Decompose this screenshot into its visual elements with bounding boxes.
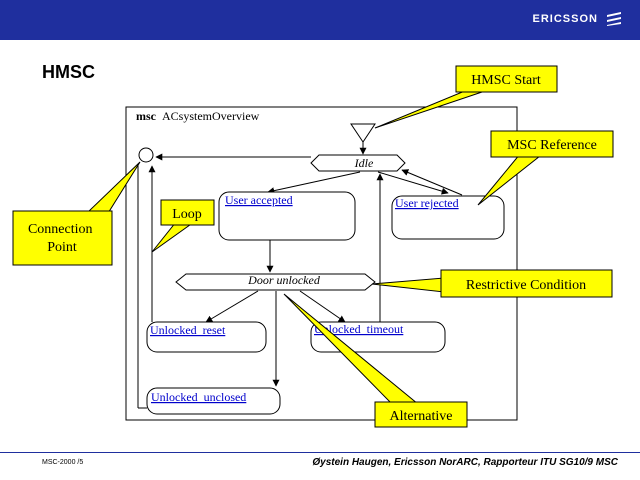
restrictive-condition-callout-pointer xyxy=(371,277,445,293)
alternative-callout-text: Alternative xyxy=(390,409,453,424)
unlocked-unclosed-reference[interactable] xyxy=(146,387,281,415)
idle-label: Idle xyxy=(354,156,374,170)
unlocked-timeout-label[interactable]: Unlocked_timeout xyxy=(314,322,404,336)
ericsson-logo-icon xyxy=(607,12,621,26)
alternative-callout xyxy=(374,401,468,428)
hmsc-start-triangle xyxy=(350,123,376,143)
user-rejected-label[interactable]: User rejected xyxy=(395,196,459,210)
msc-keyword: msc xyxy=(136,109,157,123)
msc-frame xyxy=(125,106,518,421)
msc-reference-callout xyxy=(490,130,614,158)
connection-point-callout-line1: Connection xyxy=(28,222,93,237)
footer-divider xyxy=(0,452,640,453)
loop-callout-pointer xyxy=(151,221,196,253)
door-unlocked-condition xyxy=(175,273,376,291)
loop-callout xyxy=(160,199,215,226)
slide-title: HMSC xyxy=(42,62,95,82)
ericsson-logo: ERICSSON xyxy=(533,12,622,26)
unlocked-reset-label[interactable]: Unlocked_reset xyxy=(150,323,226,337)
idle-condition xyxy=(310,154,406,172)
connection-point xyxy=(138,147,154,163)
door-unlocked-label: Door unlocked xyxy=(247,273,321,287)
logo-text: ERICSSON xyxy=(532,13,598,25)
restrictive-condition-callout xyxy=(440,269,613,298)
unlocked-reset-reference[interactable] xyxy=(146,321,267,353)
user-accepted-reference[interactable] xyxy=(218,191,356,241)
loop-callout-text: Loop xyxy=(172,207,202,222)
connection-point-callout xyxy=(12,210,113,266)
footer-author: Øystein Haugen, Ericsson NorARC, Rapport… xyxy=(312,457,618,468)
msc-reference-callout-pointer xyxy=(477,153,542,206)
hmsc-start-callout-text: HMSC Start xyxy=(471,73,541,88)
connection-point-callout-line2: Point xyxy=(47,240,77,255)
hmsc-start-callout xyxy=(455,65,558,93)
msc-name: ACsystemOverview xyxy=(162,109,260,123)
restrictive-condition-callout-text: Restrictive Condition xyxy=(466,278,586,293)
user-rejected-reference[interactable] xyxy=(391,195,505,240)
user-accepted-label[interactable]: User accepted xyxy=(225,193,293,207)
header-bar: ERICSSON xyxy=(0,0,640,40)
footer-page-number: MSC-2000 /5 xyxy=(42,459,84,466)
msc-reference-callout-text: MSC Reference xyxy=(507,138,597,153)
hmsc-start-callout-pointer xyxy=(374,87,489,129)
unlocked-unclosed-label[interactable]: Unlocked_unclosed xyxy=(151,390,246,404)
connection-point-callout-text: Connection Point xyxy=(28,222,96,255)
